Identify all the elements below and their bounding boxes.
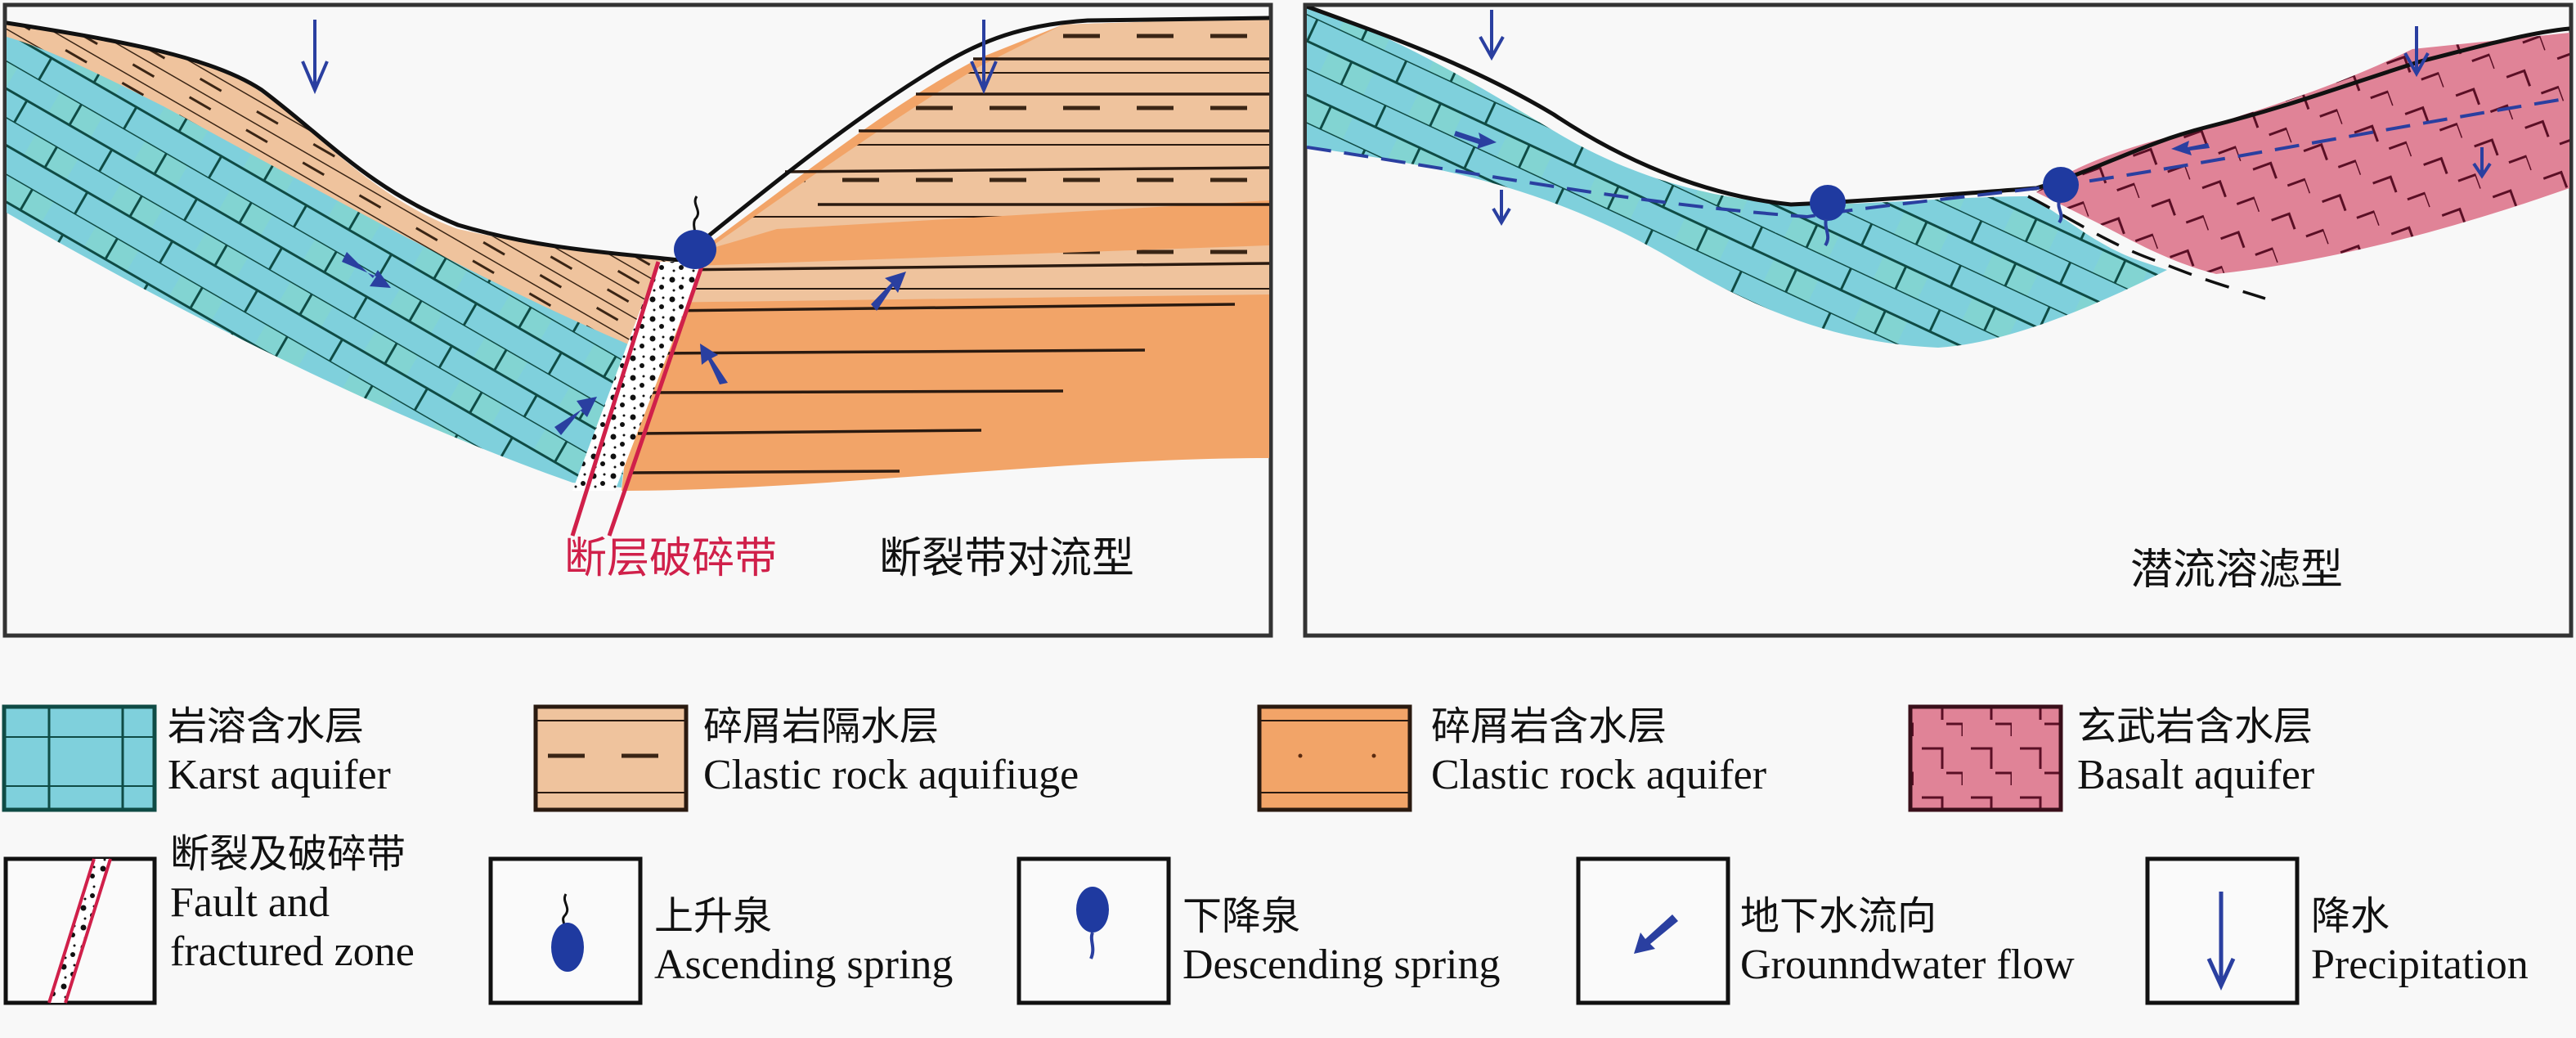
legend-item-precipitation: 降水 Precipitation <box>2311 892 2529 990</box>
karst-aquifer-swatch <box>2 704 157 812</box>
infiltration-arrow <box>1492 190 1511 226</box>
basalt-aquifer-layer <box>2036 33 2569 274</box>
fault-zone-icon <box>3 856 157 1005</box>
precipitation-arrow <box>1479 10 1505 61</box>
fault-line <box>570 261 661 537</box>
legend-item-groundwater-flow: 地下水流向 Grounndwater flow <box>1740 892 2075 990</box>
legend-label-en: Karst aquifer <box>168 752 391 798</box>
legend-label-zh: 地下水流向 <box>1740 893 1937 939</box>
panel-subsurface-leaching: 潜流溶滤型 <box>1303 2 2574 638</box>
legend-label-en: Basalt aquifer <box>2077 752 2315 798</box>
basalt-aquifer-swatch <box>1908 704 2063 812</box>
groundwater-flow-arrow <box>1454 131 1497 149</box>
panel-fault-convection: 断层破碎带 断裂带对流型 <box>2 2 1273 638</box>
legend-label-en: Descending spring <box>1183 941 1501 988</box>
ground-surface <box>7 16 1269 263</box>
legend-label-en-2: fractured zone <box>170 928 415 975</box>
panel-title-left: 断裂带对流型 <box>879 534 1134 583</box>
legend-item-basalt-aquifer: 玄武岩含水层 Basalt aquifer <box>2077 702 2314 800</box>
precipitation-arrow <box>970 20 998 95</box>
legend-label-en: Clastic rock aquifiuge <box>703 752 1079 798</box>
ascending-spring-icon <box>488 856 643 1005</box>
legend-label-zh: 碎屑岩含水层 <box>1431 703 1667 749</box>
karst-aquifer-layer <box>1307 7 2167 348</box>
legend-label-zh: 岩溶含水层 <box>168 703 365 749</box>
descending-spring-icon <box>1016 856 1171 1005</box>
groundwater-flow-arrow <box>871 272 906 311</box>
panel-title-right: 潜流溶滤型 <box>2130 546 2343 595</box>
legend-label-en: Clastic rock aquifer <box>1431 752 1767 798</box>
ascending-spring <box>674 195 716 269</box>
legend-item-descending-spring: 下降泉 Descending spring <box>1183 892 1500 990</box>
legend-item-clastic-aquifuge: 碎屑岩隔水层 Clastic rock aquifiuge <box>703 702 1079 800</box>
groundwater-flow-arrow <box>342 252 391 288</box>
water-table-line <box>1307 97 2569 219</box>
legend-label-zh: 碎屑岩隔水层 <box>703 703 940 749</box>
ground-surface <box>1307 7 2569 207</box>
infiltration-arrow <box>2472 147 2492 179</box>
clastic-aquifuge-layer-left <box>7 25 671 352</box>
groundwater-flow-arrow <box>2171 141 2210 155</box>
descending-spring <box>1810 185 1846 247</box>
legend-label-en: Grounndwater flow <box>1740 941 2075 988</box>
descending-spring <box>2043 167 2079 224</box>
legend-label-zh: 玄武岩含水层 <box>2077 703 2313 749</box>
legend-label-zh: 上升泉 <box>654 893 773 939</box>
groundwater-flow-icon <box>1576 856 1730 1005</box>
legend-label-en: Precipitation <box>2311 941 2529 988</box>
clastic-aquifer-swatch <box>1257 704 1412 812</box>
legend-label-en: Fault and <box>170 879 330 926</box>
legend-item-fault-zone: 断裂及破碎带 Fault and fractured zone <box>170 831 415 977</box>
legend-row-1 <box>2 704 2063 812</box>
legend-row-2 <box>3 856 2300 1005</box>
fault-line <box>607 261 706 537</box>
groundwater-flow-arrow <box>554 397 597 435</box>
legend-item-ascending-spring: 上升泉 Ascending spring <box>654 892 953 990</box>
legend-item-clastic-aquifer: 碎屑岩含水层 Clastic rock aquifer <box>1431 702 1766 800</box>
precipitation-arrow <box>301 20 329 95</box>
precipitation-icon <box>2145 856 2300 1005</box>
fault-zone-annotation: 断层破碎带 <box>564 534 777 583</box>
karst-aquifer-layer <box>7 25 638 488</box>
legend-label-zh: 下降泉 <box>1183 893 1301 939</box>
precipitation-arrow <box>2403 26 2430 78</box>
clastic-aquifuge-swatch <box>533 704 689 812</box>
legend-label-zh: 降水 <box>2311 893 2390 939</box>
groundwater-flow-arrow <box>700 344 728 384</box>
legend-label-zh: 断裂及破碎带 <box>170 831 406 877</box>
legend-item-karst-aquifer: 岩溶含水层 Karst aquifer <box>168 702 391 800</box>
clastic-layers-right <box>622 18 1269 491</box>
legend-label-en: Ascending spring <box>654 941 954 988</box>
